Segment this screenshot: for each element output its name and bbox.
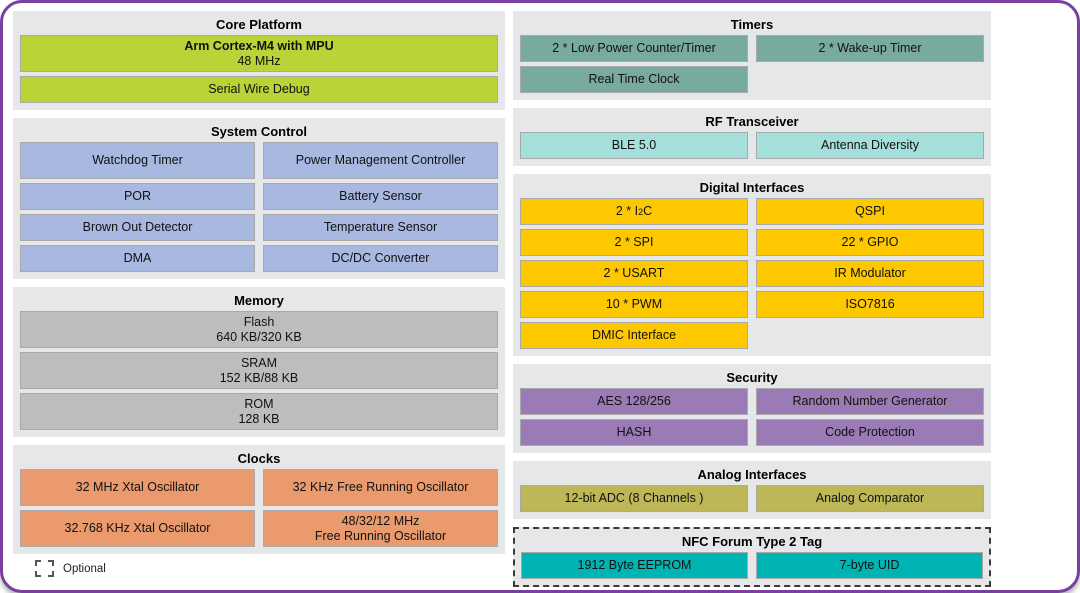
group-title-system-control: System Control [210, 124, 308, 139]
block-rom[interactable]: ROM 128 KB [20, 393, 498, 430]
block-random-number-generator[interactable]: Random Number Generator [756, 388, 984, 415]
block-antenna-diversity[interactable]: Antenna Diversity [756, 132, 984, 159]
group-security: Security AES 128/256 Random Number Gener… [513, 364, 991, 453]
block-serial-wire-debug[interactable]: Serial Wire Debug [20, 76, 498, 103]
block-ble-50[interactable]: BLE 5.0 [520, 132, 748, 159]
flash-size: 640 KB/320 KB [216, 329, 302, 344]
group-title-clocks: Clocks [237, 451, 281, 466]
block-eeprom[interactable]: 1912 Byte EEPROM [521, 552, 748, 579]
block-uid[interactable]: 7-byte UID [756, 552, 983, 579]
block-qspi[interactable]: QSPI [756, 198, 984, 225]
block-spi[interactable]: 2 * SPI [520, 229, 748, 256]
block-48-32-12mhz-free-running-oscillator[interactable]: 48/32/12 MHz Free Running Oscillator [263, 510, 498, 547]
group-clocks: Clocks 32 MHz Xtal Oscillator 32 KHz Fre… [13, 445, 505, 554]
group-system-control: System Control Watchdog Timer Power Mana… [13, 118, 505, 279]
left-column: Core Platform Arm Cortex-M4 with MPU 48 … [13, 11, 505, 554]
rom-name: ROM [244, 396, 274, 411]
osc4-line1: 48/32/12 MHz [341, 513, 420, 528]
block-pwm[interactable]: 10 * PWM [520, 291, 748, 318]
block-adc[interactable]: 12-bit ADC (8 Channels ) [520, 485, 748, 512]
i2c-suffix: C [643, 204, 653, 218]
block-dmic-interface[interactable]: DMIC Interface [520, 322, 748, 349]
group-title-core-platform: Core Platform [216, 17, 302, 32]
timers-empty-slot [756, 66, 984, 93]
block-32khz-free-running-oscillator[interactable]: 32 KHz Free Running Oscillator [263, 469, 498, 506]
block-temperature-sensor[interactable]: Temperature Sensor [263, 214, 498, 241]
group-analog-interfaces: Analog Interfaces 12-bit ADC (8 Channels… [513, 461, 991, 519]
block-32mhz-xtal-oscillator[interactable]: 32 MHz Xtal Oscillator [20, 469, 255, 506]
block-ir-modulator[interactable]: IR Modulator [756, 260, 984, 287]
right-column: Timers 2 * Low Power Counter/Timer 2 * W… [513, 11, 991, 587]
soc-block-diagram: Core Platform Arm Cortex-M4 with MPU 48 … [13, 11, 1067, 587]
group-memory: Memory Flash 640 KB/320 KB [13, 287, 505, 437]
block-iso7816[interactable]: ISO7816 [756, 291, 984, 318]
group-core-platform: Core Platform Arm Cortex-M4 with MPU 48 … [13, 11, 505, 110]
block-battery-sensor[interactable]: Battery Sensor [263, 183, 498, 210]
block-usart[interactable]: 2 * USART [520, 260, 748, 287]
block-cpu[interactable]: Arm Cortex-M4 with MPU 48 MHz [20, 35, 498, 72]
rom-size: 128 KB [238, 411, 280, 426]
digital-empty-slot [756, 322, 984, 349]
group-title-analog-interfaces: Analog Interfaces [697, 467, 807, 482]
group-title-nfc: NFC Forum Type 2 Tag [681, 534, 823, 549]
block-dcdc-converter[interactable]: DC/DC Converter [263, 245, 498, 272]
block-code-protection[interactable]: Code Protection [756, 419, 984, 446]
block-power-management-controller[interactable]: Power Management Controller [263, 142, 498, 179]
group-title-digital-interfaces: Digital Interfaces [699, 180, 805, 195]
group-title-memory: Memory [234, 293, 284, 308]
osc4-line2: Free Running Oscillator [314, 528, 447, 543]
group-title-timers: Timers [730, 17, 774, 32]
block-por[interactable]: POR [20, 183, 255, 210]
i2c-prefix: 2 * I [615, 204, 639, 218]
block-32768khz-xtal-oscillator[interactable]: 32.768 KHz Xtal Oscillator [20, 510, 255, 547]
block-hash[interactable]: HASH [520, 419, 748, 446]
block-watchdog-timer[interactable]: Watchdog Timer [20, 142, 255, 179]
block-flash[interactable]: Flash 640 KB/320 KB [20, 311, 498, 348]
group-title-rf-transceiver: RF Transceiver [705, 114, 799, 129]
block-low-power-counter-timer[interactable]: 2 * Low Power Counter/Timer [520, 35, 748, 62]
cpu-frequency: 48 MHz [237, 53, 281, 68]
group-timers: Timers 2 * Low Power Counter/Timer 2 * W… [513, 11, 991, 100]
block-real-time-clock[interactable]: Real Time Clock [520, 66, 748, 93]
legend: Optional [13, 560, 1067, 577]
block-analog-comparator[interactable]: Analog Comparator [756, 485, 984, 512]
dashed-square-icon [35, 560, 54, 577]
flash-name: Flash [243, 314, 275, 329]
group-nfc-forum-type-2-tag: NFC Forum Type 2 Tag 1912 Byte EEPROM 7-… [513, 527, 991, 587]
block-wake-up-timer[interactable]: 2 * Wake-up Timer [756, 35, 984, 62]
cpu-name: Arm Cortex-M4 with MPU [184, 38, 334, 53]
group-title-security: Security [726, 370, 778, 385]
group-rf-transceiver: RF Transceiver BLE 5.0 Antenna Diversity [513, 108, 991, 166]
block-aes[interactable]: AES 128/256 [520, 388, 748, 415]
sram-size: 152 KB/88 KB [219, 370, 299, 385]
legend-optional-label: Optional [63, 562, 106, 575]
block-sram[interactable]: SRAM 152 KB/88 KB [20, 352, 498, 389]
block-dma[interactable]: DMA [20, 245, 255, 272]
block-gpio[interactable]: 22 * GPIO [756, 229, 984, 256]
sram-name: SRAM [240, 355, 278, 370]
block-brown-out-detector[interactable]: Brown Out Detector [20, 214, 255, 241]
